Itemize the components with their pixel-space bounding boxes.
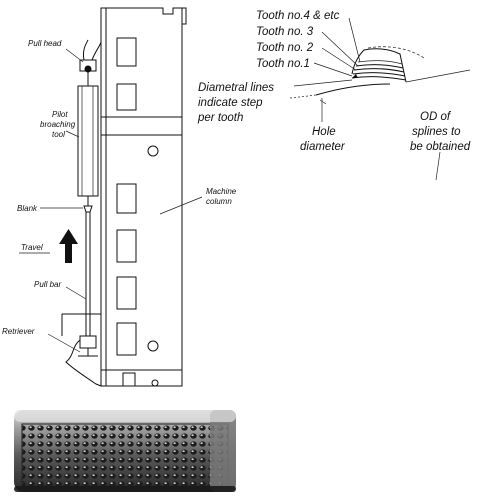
label-travel: Travel <box>21 243 43 252</box>
blank <box>83 205 93 213</box>
label-od-line1: OD of <box>420 111 452 123</box>
machine-column <box>100 7 187 387</box>
broach-tool-photo <box>14 410 236 492</box>
label-retriever: Retriever <box>2 327 35 336</box>
label-pull-head: Pull head <box>28 39 62 48</box>
label-hole-line1: Hole <box>312 126 336 138</box>
label-diametral-line3: per tooth <box>197 112 243 124</box>
travel-arrow-icon <box>59 229 78 263</box>
label-pull-bar: Pull bar <box>34 280 61 289</box>
label-pilot-line1: Pilot <box>52 110 68 119</box>
pilot-broaching-tool <box>77 85 99 206</box>
spline-step-diagram: Tooth no.4 & etc Tooth no. 3 Tooth no. 2… <box>197 10 471 181</box>
retriever <box>61 313 102 387</box>
label-tooth3: Tooth no. 3 <box>256 26 314 38</box>
label-od-line3: be obtained <box>410 141 471 153</box>
hole-arc <box>315 83 391 96</box>
label-od-line2: splines to <box>412 126 461 138</box>
machine-leaders <box>40 48 203 353</box>
label-tooth2: Tooth no. 2 <box>256 42 314 54</box>
label-blank: Blank <box>17 204 38 213</box>
label-diametral-line1: Diametral lines <box>198 82 274 94</box>
broaching-machine: Pull head Pilot broaching tool Blank Tra… <box>2 7 237 387</box>
pull-bar <box>85 212 91 336</box>
label-tooth1: Tooth no.1 <box>256 58 310 70</box>
label-pilot-line2: broaching <box>40 120 76 129</box>
spline-tooth <box>351 48 407 83</box>
label-tooth4: Tooth no.4 & etc <box>256 10 340 22</box>
label-column-line2: column <box>206 197 232 206</box>
label-pilot-line3: tool <box>52 130 65 139</box>
label-hole-line2: diameter <box>300 141 346 153</box>
label-column-line1: Machine <box>206 187 237 196</box>
pull-head <box>79 39 102 86</box>
label-diametral-line2: indicate step <box>198 97 263 109</box>
